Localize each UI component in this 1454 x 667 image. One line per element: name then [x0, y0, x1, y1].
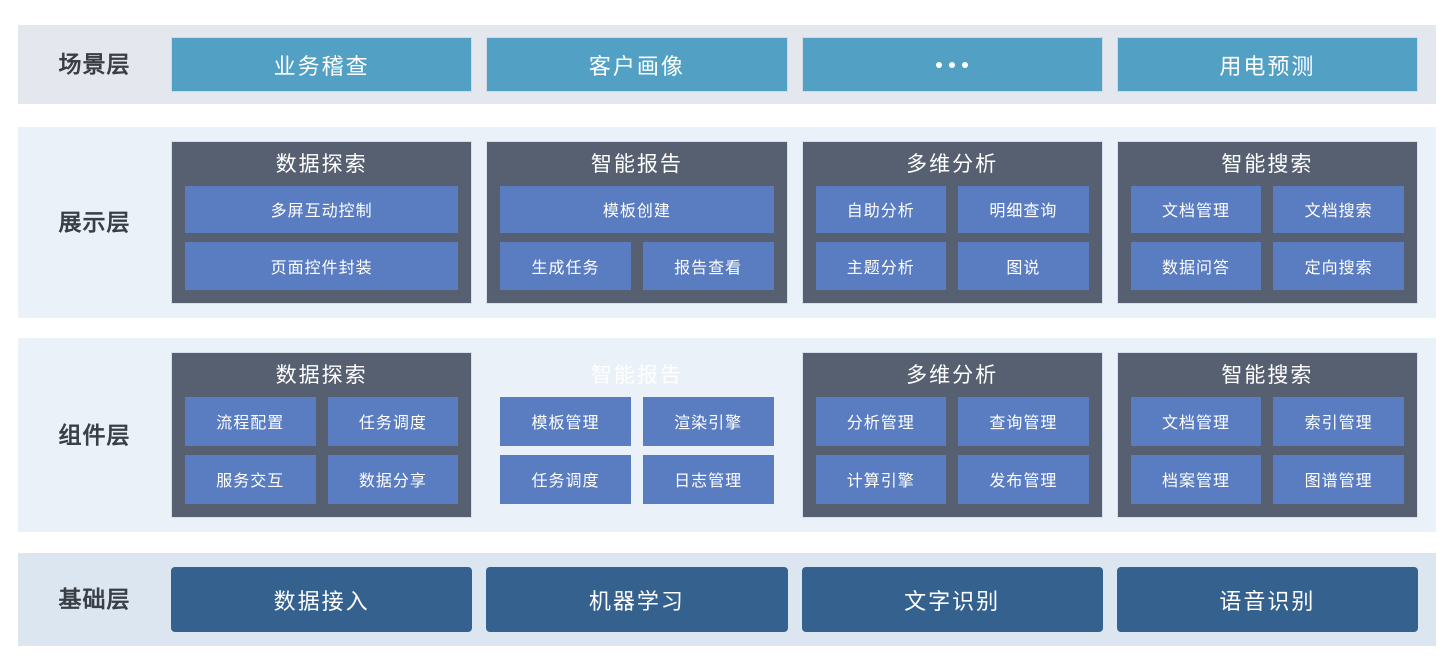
ellipsis-icon: [936, 61, 969, 68]
module-chip[interactable]: 模板管理: [500, 396, 631, 446]
module-card-title: 数据探索: [275, 153, 368, 176]
module-chip[interactable]: 服务交互: [185, 454, 316, 504]
module-chip[interactable]: 明细查询: [958, 185, 1089, 234]
module-chip-row: 页面控件封装: [185, 242, 459, 290]
base-card[interactable]: 文字识别: [801, 567, 1103, 632]
base-card-label: 数据接入: [273, 588, 370, 614]
scene-card[interactable]: 用电预测: [1116, 37, 1418, 92]
module-chip-row: 模板创建: [500, 185, 774, 234]
module-chip-grid: 文档管理索引管理档案管理图谱管理: [1130, 396, 1404, 504]
module-chip[interactable]: 定向搜索: [1273, 242, 1404, 290]
base-card[interactable]: 机器学习: [486, 567, 788, 632]
module-card[interactable]: 数据探索流程配置任务调度服务交互数据分享: [171, 352, 473, 518]
base-card[interactable]: 语音识别: [1116, 567, 1418, 632]
module-chip[interactable]: 渲染引擎: [642, 396, 774, 446]
module-card-title: 智能报告: [590, 364, 683, 387]
scene-card[interactable]: 客户画像: [486, 37, 788, 92]
module-chip[interactable]: 文档搜索: [1273, 185, 1404, 234]
module-chip-grid: 分析管理查询管理计算引擎发布管理: [815, 396, 1089, 504]
base-card-label: 语音识别: [1219, 588, 1316, 614]
module-chip-row: 多屏互动控制: [185, 185, 459, 234]
module-chip-row: 任务调度日志管理: [500, 454, 774, 504]
scene-card-list: 业务稽查 客户画像 用电预测: [171, 25, 1436, 104]
module-card[interactable]: 多维分析分析管理查询管理计算引擎发布管理: [801, 352, 1103, 518]
module-chip[interactable]: 分析管理: [815, 396, 947, 446]
module-card[interactable]: 智能报告模板管理渲染引擎任务调度日志管理: [486, 352, 787, 518]
module-chip-grid: 模板管理渲染引擎任务调度日志管理: [500, 396, 774, 504]
layer-row-component: 组件层 数据探索流程配置任务调度服务交互数据分享智能报告模板管理渲染引擎任务调度…: [18, 338, 1436, 532]
module-chip[interactable]: 图谱管理: [1273, 454, 1404, 504]
module-card-title: 智能报告: [590, 153, 683, 176]
module-chip[interactable]: 任务调度: [327, 396, 459, 446]
module-card-title: 多维分析: [906, 364, 999, 387]
module-chip[interactable]: 多屏互动控制: [185, 185, 459, 234]
module-chip-row: 主题分析图说: [815, 242, 1089, 290]
component-card-list: 数据探索流程配置任务调度服务交互数据分享智能报告模板管理渲染引擎任务调度日志管理…: [171, 338, 1436, 532]
scene-card[interactable]: 业务稽查: [171, 37, 473, 92]
module-chip[interactable]: 页面控件封装: [185, 242, 459, 290]
module-chip[interactable]: 模板创建: [500, 185, 774, 234]
module-chip-row: 计算引擎发布管理: [815, 454, 1089, 504]
module-chip[interactable]: 自助分析: [815, 185, 947, 234]
module-card[interactable]: 智能报告模板创建生成任务报告查看: [486, 141, 788, 304]
module-card[interactable]: 智能搜索文档管理文档搜索数据问答定向搜索: [1116, 141, 1418, 304]
scene-card-label: 业务稽查: [273, 53, 370, 79]
module-card[interactable]: 数据探索多屏互动控制页面控件封装: [171, 141, 473, 304]
module-chip-row: 分析管理查询管理: [815, 396, 1089, 446]
module-chip[interactable]: 图说: [958, 242, 1089, 290]
module-chip-row: 服务交互数据分享: [185, 454, 459, 504]
layer-label-scene: 场景层: [58, 51, 131, 77]
module-chip[interactable]: 主题分析: [815, 242, 947, 290]
module-chip-row: 档案管理图谱管理: [1130, 454, 1404, 504]
base-card-label: 机器学习: [588, 588, 685, 614]
module-chip[interactable]: 日志管理: [642, 454, 774, 504]
scene-card-label: 客户画像: [588, 53, 685, 79]
module-chip-grid: 文档管理文档搜索数据问答定向搜索: [1130, 185, 1404, 290]
module-card-title: 数据探索: [275, 364, 368, 387]
module-chip-row: 模板管理渲染引擎: [500, 396, 774, 446]
layer-label-base: 基础层: [58, 586, 131, 612]
layer-label-component: 组件层: [58, 421, 131, 448]
module-card-title: 多维分析: [906, 153, 999, 176]
module-chip[interactable]: 文档管理: [1130, 396, 1262, 446]
module-chip[interactable]: 计算引擎: [815, 454, 947, 504]
layer-row-presentation: 展示层 数据探索多屏互动控制页面控件封装智能报告模板创建生成任务报告查看多维分析…: [18, 127, 1436, 318]
module-card[interactable]: 智能搜索文档管理索引管理档案管理图谱管理: [1116, 352, 1418, 518]
base-card-label: 文字识别: [904, 588, 1001, 614]
module-chip-grid: 流程配置任务调度服务交互数据分享: [185, 396, 459, 504]
module-chip-row: 文档管理文档搜索: [1130, 185, 1404, 234]
module-chip[interactable]: 查询管理: [958, 396, 1089, 446]
scene-card[interactable]: [801, 37, 1103, 92]
module-chip[interactable]: 流程配置: [185, 396, 316, 446]
base-card-list: 数据接入 机器学习 文字识别 语音识别: [171, 553, 1436, 646]
module-chip[interactable]: 任务调度: [500, 454, 631, 504]
module-chip-row: 自助分析明细查询: [815, 185, 1089, 234]
module-card[interactable]: 多维分析自助分析明细查询主题分析图说: [801, 141, 1103, 304]
module-card-title: 智能搜索: [1221, 153, 1314, 176]
module-chip[interactable]: 索引管理: [1273, 396, 1404, 446]
module-chip-row: 文档管理索引管理: [1130, 396, 1404, 446]
module-card-title: 智能搜索: [1221, 364, 1314, 387]
base-card[interactable]: 数据接入: [171, 567, 473, 632]
module-chip[interactable]: 档案管理: [1130, 454, 1262, 504]
module-chip-row: 数据问答定向搜索: [1130, 242, 1404, 290]
module-chip-grid: 自助分析明细查询主题分析图说: [815, 185, 1089, 290]
layer-row-scene: 场景层 业务稽查 客户画像 用电预测: [18, 25, 1436, 104]
module-chip-grid: 模板创建生成任务报告查看: [500, 185, 774, 290]
module-chip-grid: 多屏互动控制页面控件封装: [185, 185, 459, 290]
module-chip[interactable]: 报告查看: [642, 242, 774, 290]
presentation-card-list: 数据探索多屏互动控制页面控件封装智能报告模板创建生成任务报告查看多维分析自助分析…: [171, 127, 1436, 318]
layer-label-presentation: 展示层: [58, 209, 131, 235]
module-chip-row: 生成任务报告查看: [500, 242, 774, 290]
module-chip[interactable]: 文档管理: [1130, 185, 1262, 234]
scene-card-label: 用电预测: [1219, 53, 1316, 79]
module-chip[interactable]: 发布管理: [958, 454, 1089, 504]
module-chip[interactable]: 数据分享: [327, 454, 459, 504]
module-chip[interactable]: 数据问答: [1130, 242, 1262, 290]
module-chip-row: 流程配置任务调度: [185, 396, 459, 446]
layer-row-base: 基础层 数据接入 机器学习 文字识别 语音识别: [18, 553, 1436, 646]
module-chip[interactable]: 生成任务: [500, 242, 631, 290]
